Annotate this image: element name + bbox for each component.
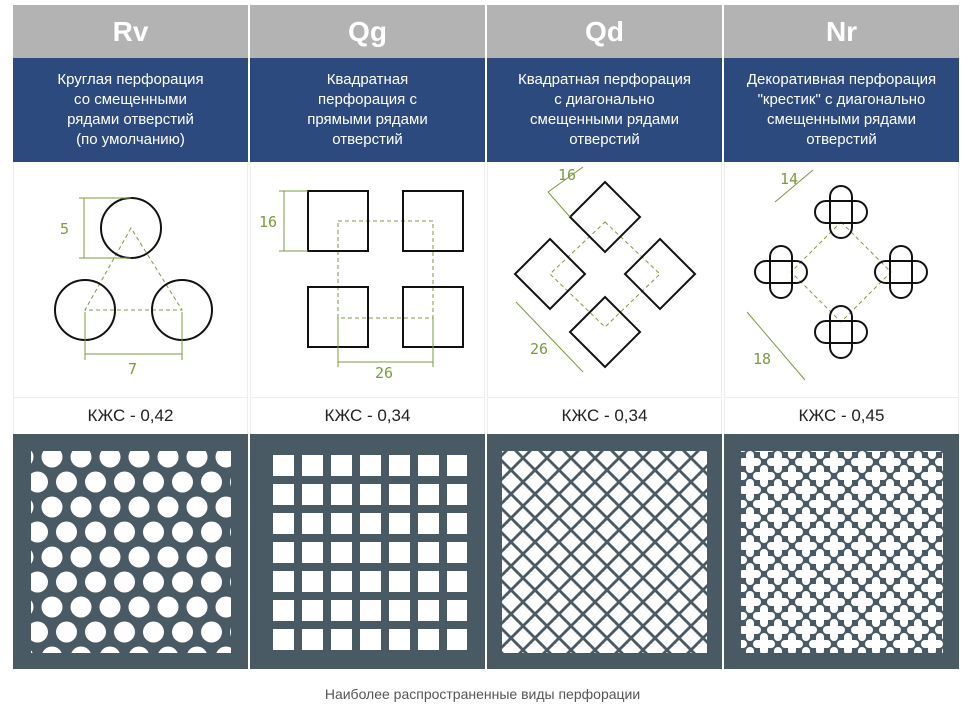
column-qg: Qg Квадратная перфорация с прямыми рядам… <box>250 5 485 669</box>
open-area-ratio: КЖС - 0,45 <box>724 397 959 434</box>
type-code: Qd <box>487 5 722 58</box>
open-area-ratio: КЖС - 0,42 <box>13 397 248 434</box>
column-qd: Qd Квадратная перфорация с диагонально с… <box>487 5 722 669</box>
dimension-label: 5 <box>60 220 69 238</box>
pattern-preview-qd <box>487 434 722 669</box>
pattern-preview-qg <box>250 434 485 669</box>
dimension-label: 16 <box>558 166 576 184</box>
dimension-label: 16 <box>259 213 277 231</box>
diagram-round-staggered: 5 7 <box>13 162 248 397</box>
type-code: Rv <box>13 5 248 58</box>
perforation-table: Rv Круглая перфорация со смещенными ряда… <box>13 5 959 669</box>
dimension-label: 26 <box>530 340 548 358</box>
dimension-label: 18 <box>753 350 771 368</box>
figure-caption: Наиболее распространенные виды перфораци… <box>324 686 641 702</box>
open-area-ratio: КЖС - 0,34 <box>250 397 485 434</box>
pattern-preview-rv <box>13 434 248 669</box>
diagram-square-diagonal: 16 26 <box>487 162 722 397</box>
pattern-preview-nr <box>724 434 959 669</box>
type-description: Декоративная перфорация "крестик" с диаг… <box>724 58 959 162</box>
type-description: Круглая перфорация со смещенными рядами … <box>13 58 248 162</box>
diagram-square-straight: 16 26 <box>250 162 485 397</box>
type-code: Nr <box>724 5 959 58</box>
column-rv: Rv Круглая перфорация со смещенными ряда… <box>13 5 248 669</box>
diagram-cross-diagonal: 14 18 <box>724 162 959 397</box>
column-nr: Nr Декоративная перфорация "крестик" с д… <box>724 5 959 669</box>
dimension-label: 26 <box>375 364 393 382</box>
open-area-ratio: КЖС - 0,34 <box>487 397 722 434</box>
type-description: Квадратная перфорация с диагонально смещ… <box>487 58 722 162</box>
type-description: Квадратная перфорация с прямыми рядами о… <box>250 58 485 162</box>
type-code: Qg <box>250 5 485 58</box>
dimension-label: 7 <box>128 360 137 378</box>
dimension-label: 14 <box>780 170 798 188</box>
